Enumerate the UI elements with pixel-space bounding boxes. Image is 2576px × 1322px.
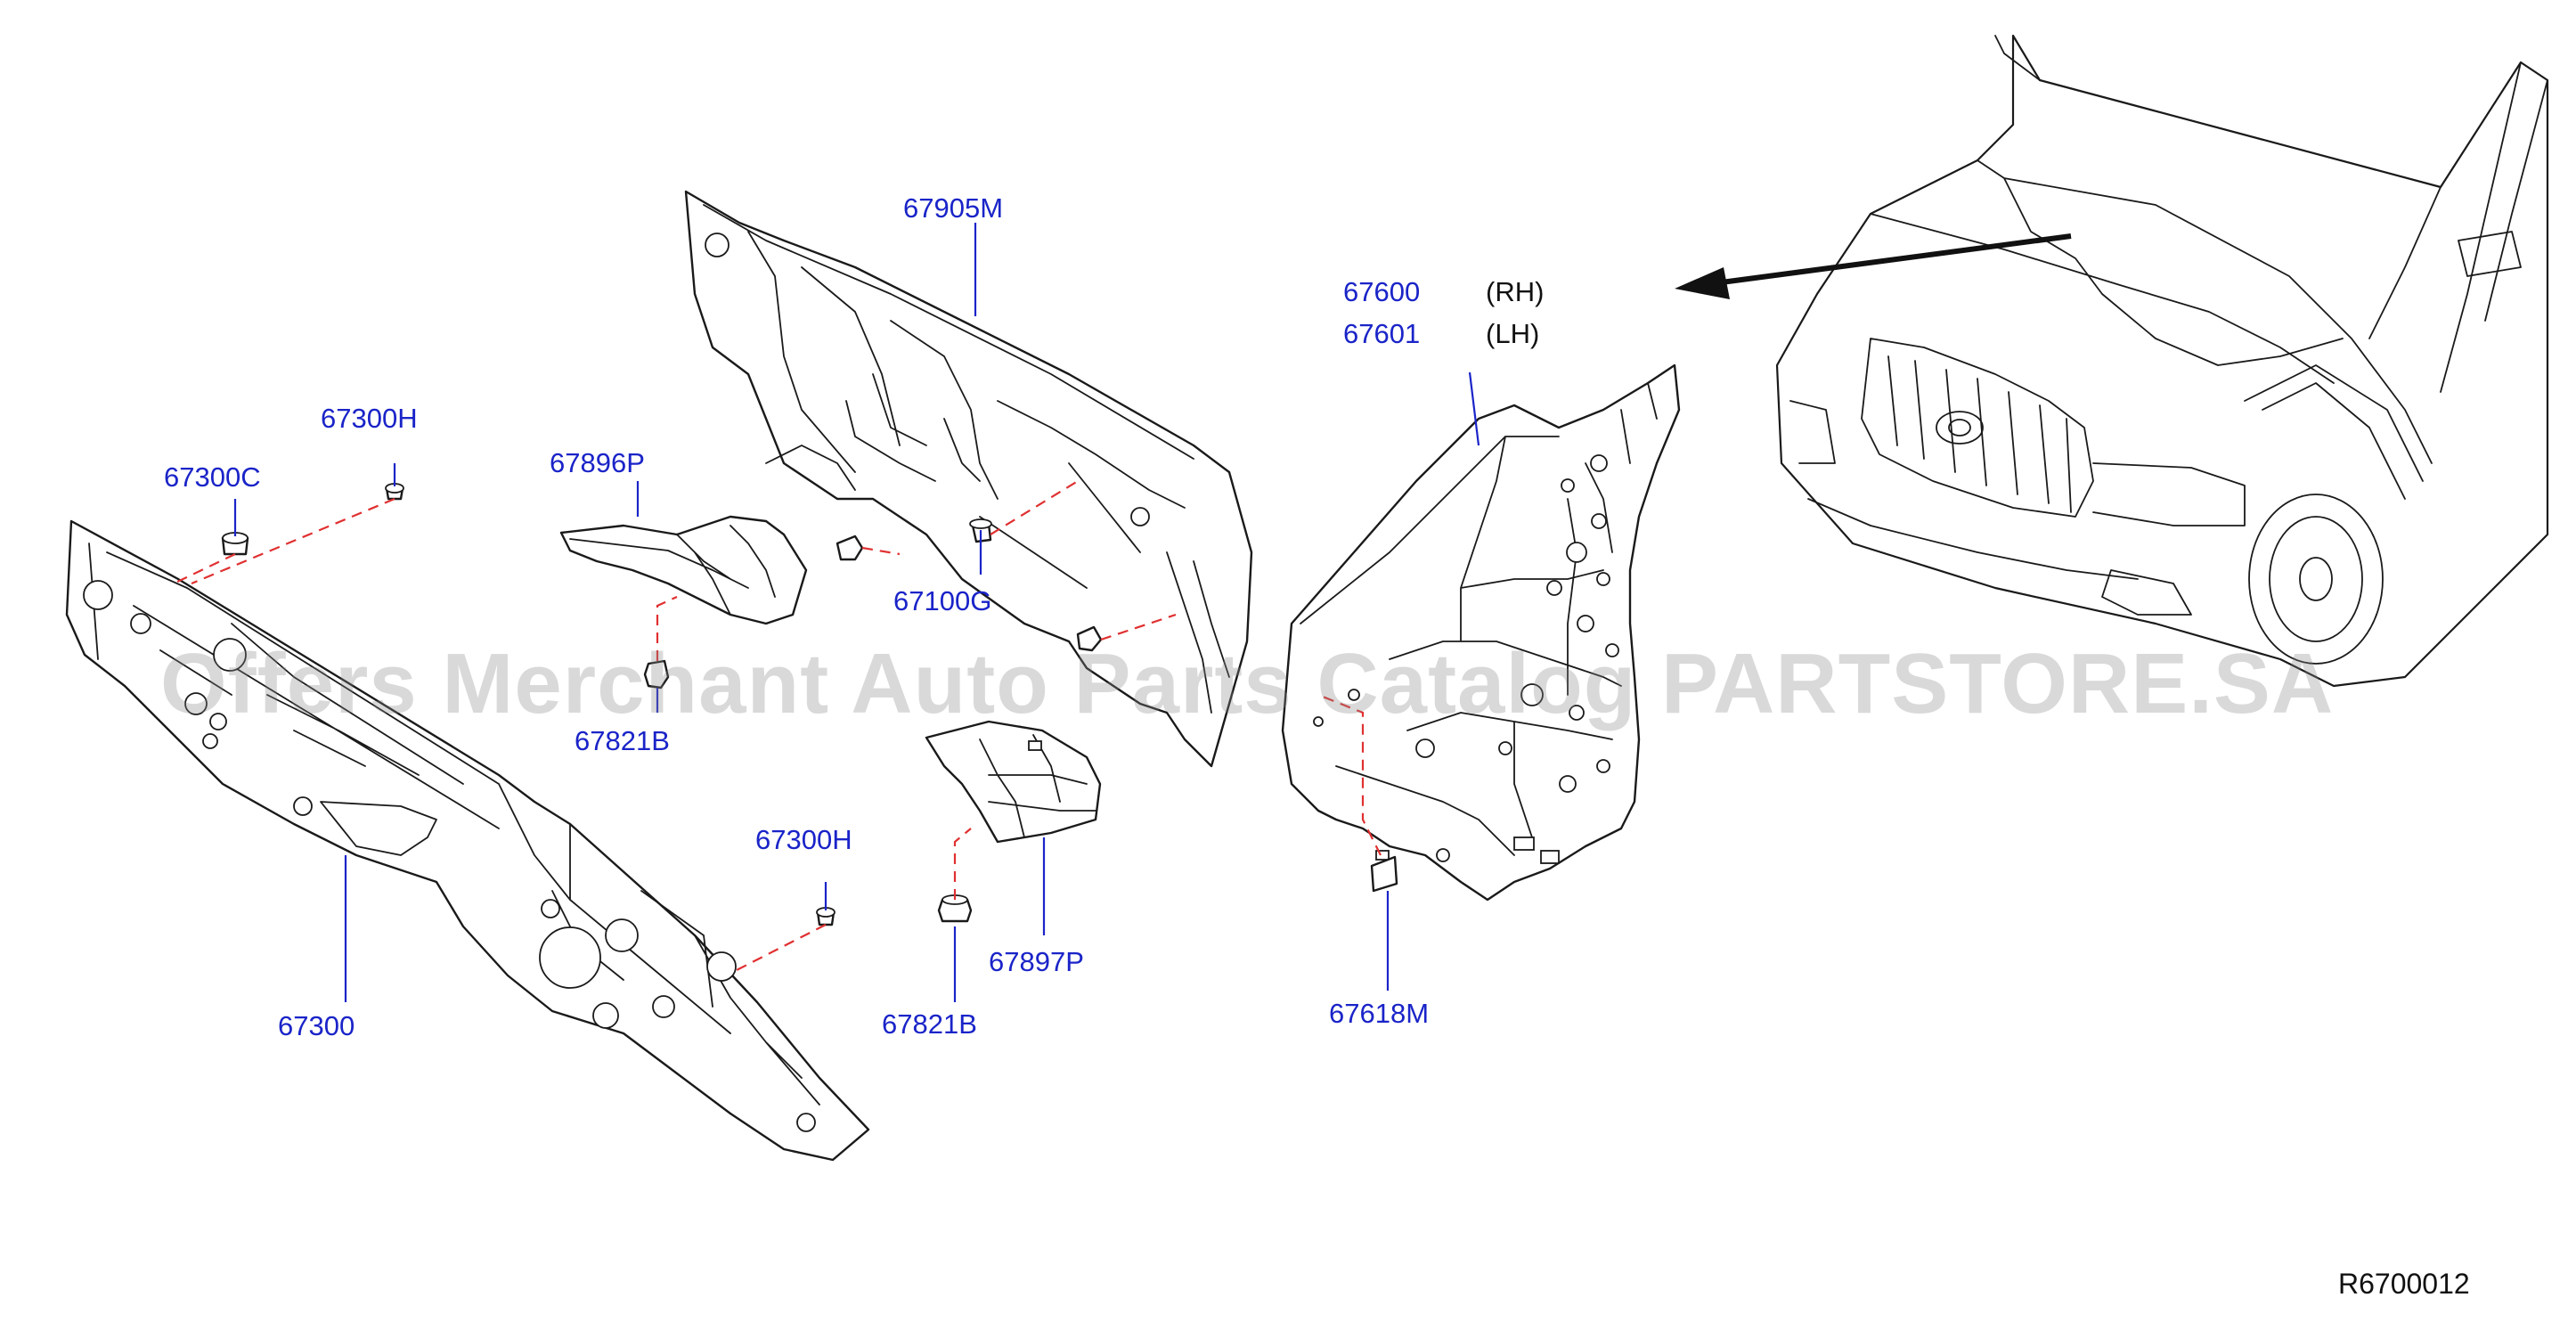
bracket-upper [559, 515, 808, 625]
dash-panel [65, 519, 870, 1162]
diagram-code: R6700012 [2338, 1268, 2470, 1300]
dash-insulator [684, 190, 1253, 768]
clip-icon [836, 518, 1103, 652]
patch-icon [1370, 855, 1398, 893]
nut-upper-icon [643, 659, 670, 690]
label-bracket-lower[interactable]: 67897P [989, 946, 1084, 977]
label-side-rh: (RH) [1486, 276, 1544, 307]
label-nut-upper[interactable]: 67821B [575, 725, 670, 756]
side-panel [1281, 363, 1681, 902]
label-plug-cap[interactable]: 67300C [164, 461, 261, 493]
plug-lower-icon [816, 907, 836, 926]
label-clip[interactable]: 67100G [893, 585, 991, 616]
label-side-panel-rh[interactable]: 67600 [1343, 276, 1420, 307]
vehicle-illustration [1775, 34, 2549, 688]
label-nut-lower[interactable]: 67821B [882, 1008, 977, 1040]
plug-cap-icon [221, 532, 249, 556]
label-dash-panel[interactable]: 67300 [278, 1010, 355, 1041]
fasteners [221, 483, 1398, 926]
label-bracket-upper[interactable]: 67896P [550, 447, 645, 478]
label-insulator[interactable]: 67905M [903, 192, 1003, 224]
bracket-lower [925, 720, 1102, 844]
part-labels: 67300 67300H 67300C 67300H 67905M 67100G… [164, 192, 1544, 1041]
pointer-arrow [1675, 233, 2072, 299]
label-side-panel-lh[interactable]: 67601 [1343, 318, 1420, 349]
label-side-lh: (LH) [1486, 318, 1539, 349]
label-plug-upper[interactable]: 67300H [321, 403, 418, 434]
dashed-guides [173, 480, 1382, 972]
label-plug-lower[interactable]: 67300H [755, 824, 852, 855]
watermark: Offers Merchant Auto Parts Catalog PARTS… [160, 636, 2334, 731]
leader-lines [233, 223, 1480, 1002]
label-patch[interactable]: 67618M [1329, 998, 1429, 1029]
